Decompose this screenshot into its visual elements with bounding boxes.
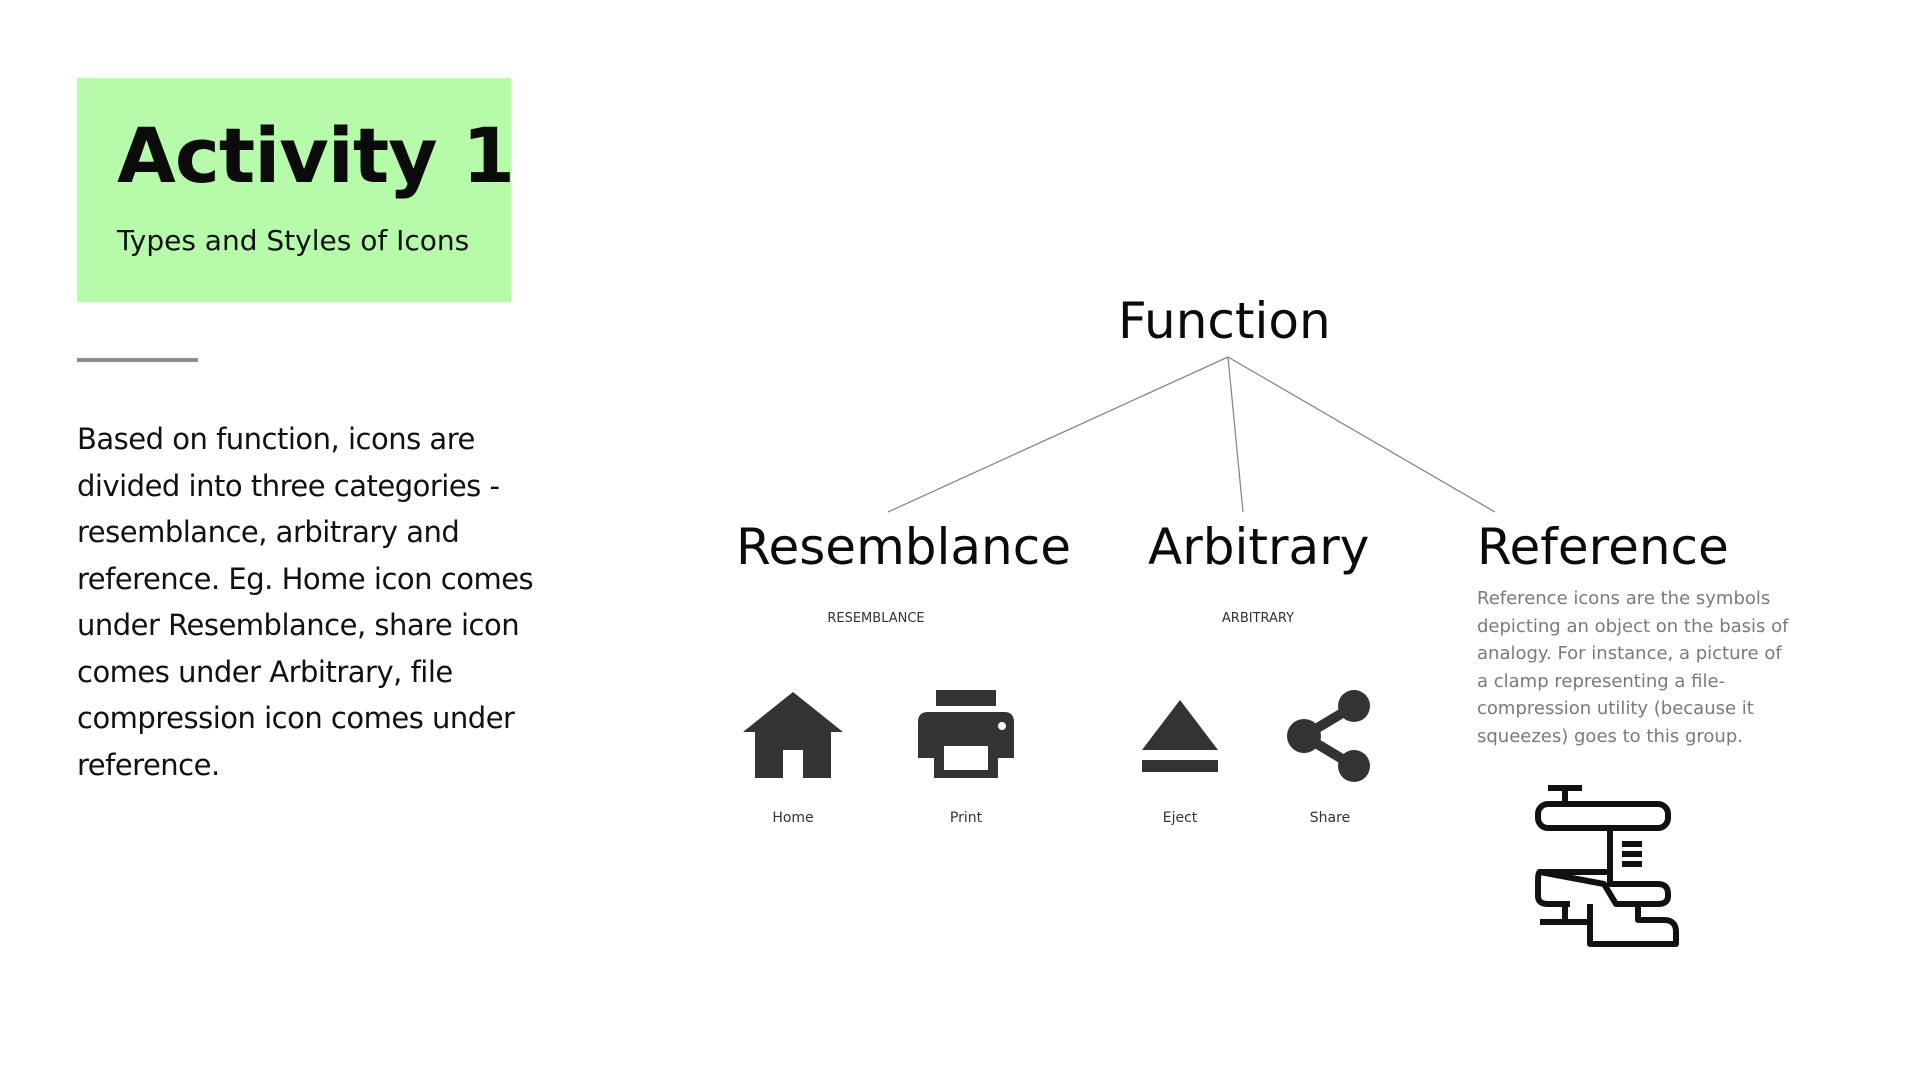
connector-arbitrary: [1227, 356, 1244, 513]
reference-heading: Reference: [1477, 518, 1729, 576]
page-title: Activity 1: [117, 111, 515, 200]
divider: [77, 358, 198, 362]
function-heading: Function: [1118, 292, 1331, 350]
reference-description: Reference icons are the symbols depictin…: [1477, 588, 1789, 747]
print-icon: [918, 690, 1014, 778]
connector-resemblance: [887, 356, 1229, 513]
eject-icon: [1142, 700, 1218, 772]
arbitrary-caption: ARBITRARY: [1221, 611, 1295, 626]
page-subtitle: Types and Styles of Icons: [117, 224, 470, 257]
share-icon: [1287, 690, 1370, 782]
print-label: Print: [949, 810, 983, 826]
clamp-icon: [1535, 785, 1679, 947]
resemblance-heading: Resemblance: [736, 518, 1071, 576]
home-label: Home: [772, 810, 814, 826]
title-box: Activity 1 Types and Styles of Icons: [77, 78, 515, 302]
resemblance-caption: RESEMBLANCE: [827, 611, 925, 626]
arbitrary-heading: Arbitrary: [1148, 518, 1370, 576]
eject-label: Eject: [1162, 810, 1198, 826]
description-text: Based on function, icons are divided int…: [77, 422, 534, 782]
share-label: Share: [1309, 810, 1351, 826]
connector-reference: [1227, 356, 1496, 513]
home-icon: [743, 692, 843, 778]
